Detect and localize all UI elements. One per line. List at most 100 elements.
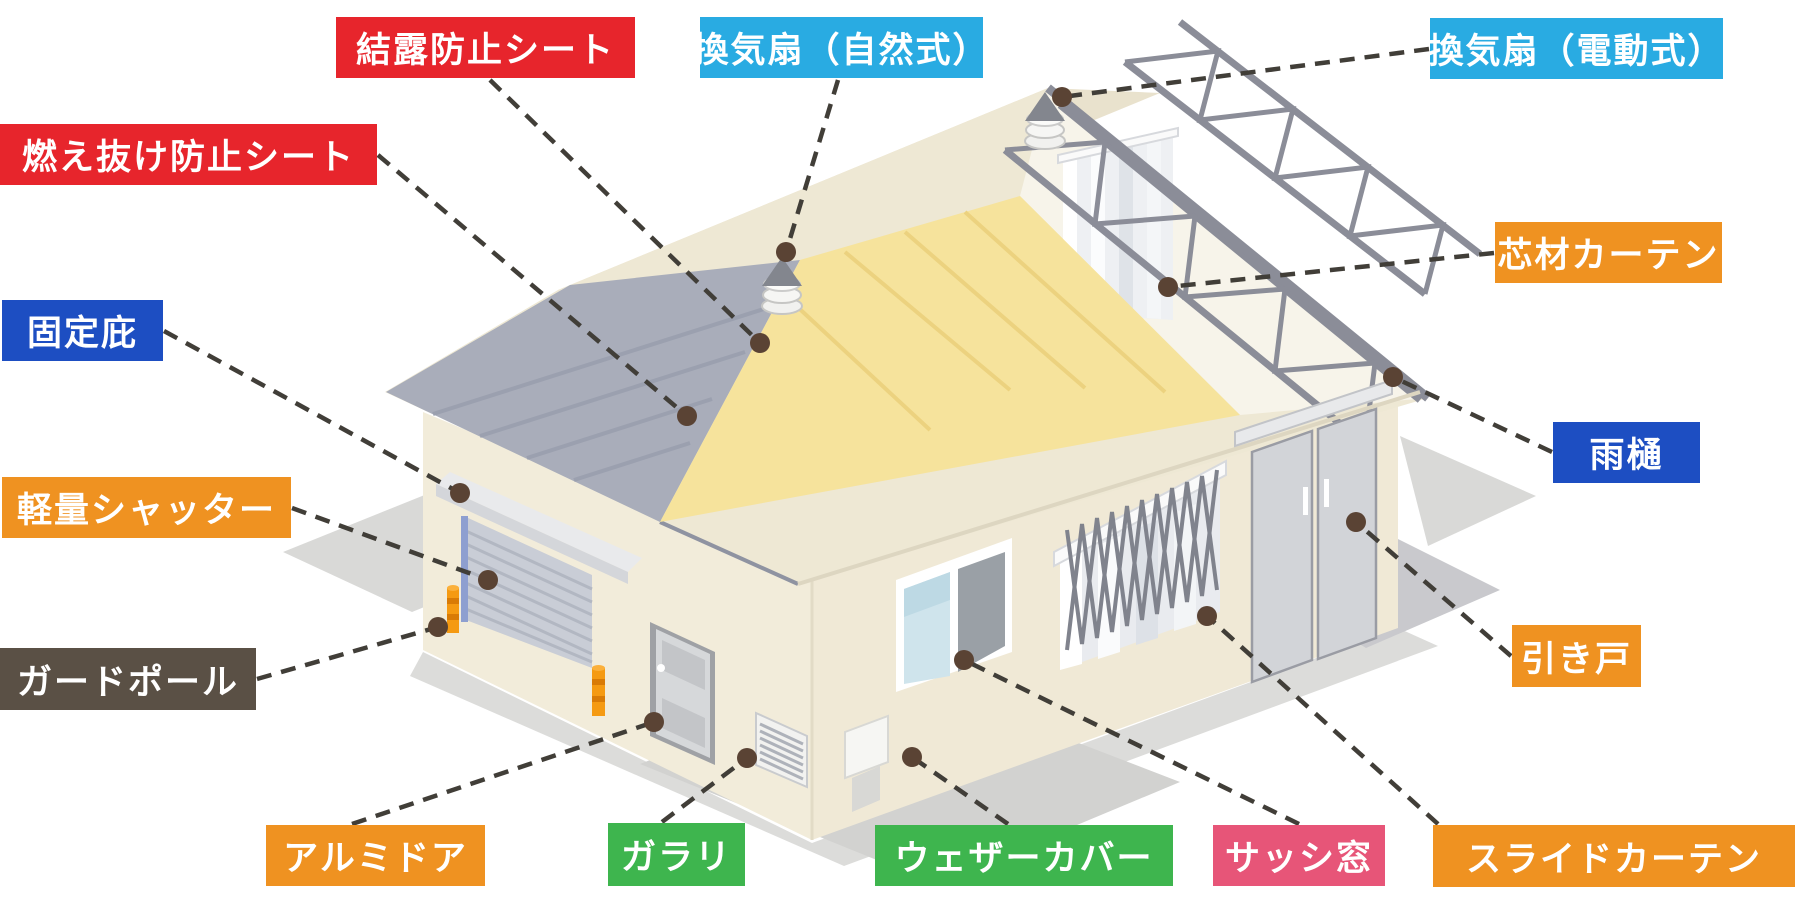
shutter-panel [466, 517, 592, 668]
accordion-gate [1065, 469, 1219, 651]
guard-pole-top [592, 665, 605, 671]
roof-gray-corrugation [432, 306, 768, 482]
louver-slat [759, 743, 804, 767]
door-knob [657, 664, 665, 672]
shutter-slat [465, 607, 593, 664]
guard-pole-band [592, 696, 605, 702]
callout-dot-weather-cover [902, 747, 922, 767]
callout-line-burn-through-sheet [376, 153, 689, 418]
louver-slat [759, 757, 804, 781]
callout-dot-core-curtain [1158, 277, 1178, 297]
vent-fan-electric-graphic [1024, 92, 1066, 150]
weather-cover-duct [852, 766, 880, 812]
sliding-door-panel-left [1250, 429, 1314, 684]
callout-dot-vent-fan-electric [1052, 87, 1072, 107]
aluminum-door-graphic [650, 622, 715, 765]
callout-line-sash-window [963, 657, 1300, 827]
sash-window-graphic [896, 538, 1012, 692]
sliding-door-handle [1303, 487, 1308, 515]
roof-gray-sheet [386, 260, 800, 522]
guard-pole-band [592, 679, 605, 685]
callout-line-condensation-sheet [488, 78, 762, 345]
guard-pole-graphic-1 [447, 585, 459, 633]
louver-graphic [755, 711, 808, 789]
yellow-streak [903, 230, 1087, 390]
accordion-zigzag [1065, 469, 1219, 645]
window-pane-left-top [904, 572, 950, 617]
accordion-zigzag [1065, 475, 1219, 651]
callout-lines [162, 46, 1553, 827]
callout-line-weather-cover [910, 755, 1010, 826]
guard-pole-top [447, 585, 459, 591]
callout-dot-louver [737, 748, 757, 768]
yellow-streak [843, 250, 1012, 392]
sliding-door-panel-right [1316, 407, 1378, 661]
light-shutter-graphic [436, 472, 642, 668]
callout-line-louver [660, 756, 749, 824]
guard-pole-graphic-2 [592, 665, 605, 716]
window-pane-right [958, 552, 1005, 672]
guard-pole-body [592, 668, 605, 716]
ground-patch-right [1400, 436, 1536, 546]
shutter-slats [465, 529, 593, 664]
callout-line-vent-fan-electric [1061, 46, 1430, 100]
slide-curtain-graphic [1053, 459, 1227, 670]
front-eave-edge [797, 390, 1421, 586]
callout-dots [428, 87, 1403, 768]
louver-slat [759, 750, 804, 774]
callout-line-light-shutter [291, 505, 489, 583]
corrugation-line [479, 350, 746, 438]
yellow-streak [788, 298, 932, 432]
callout-dot-sash-window [954, 650, 974, 670]
callout-dot-light-shutter [478, 570, 498, 590]
door-inset-upper [662, 640, 705, 690]
truss-zigzag [1004, 139, 1378, 445]
louver-slat [759, 722, 804, 746]
vent-fan-natural-graphic [761, 257, 803, 315]
callout-line-vent-fan-natural [783, 79, 841, 253]
shutter-slat [465, 529, 593, 591]
callout-line-sliding-door [1354, 520, 1513, 658]
louver-slat [759, 736, 804, 760]
callout-dot-burn-through-sheet [677, 406, 697, 426]
truss-zigzag [1124, 48, 1447, 295]
roof-trusses [1002, 19, 1483, 447]
roof-gray-eave-edge [659, 520, 799, 586]
sliding-door-handle [1324, 479, 1329, 507]
vent-cap [1025, 92, 1065, 121]
callout-line-aluminum-door [351, 719, 655, 827]
shutter-slat [465, 555, 593, 617]
callout-dot-vent-fan-natural [776, 242, 796, 262]
shutter-slat [465, 542, 593, 604]
callout-dot-condensation-sheet [750, 333, 770, 353]
corrugation-line [432, 306, 768, 416]
corrugation-line [573, 441, 691, 482]
sliding-door-graphic [1234, 378, 1393, 684]
yellow-streak [963, 210, 1167, 394]
truss-rail [1177, 19, 1483, 257]
roof-yellow-sheet [660, 196, 1240, 522]
callout-dot-slide-curtain [1197, 606, 1217, 626]
shutter-slat [465, 594, 593, 656]
callout-dot-guard-pole [428, 617, 448, 637]
fixed-canopy-edge [436, 484, 628, 584]
roof-barge-edge [1045, 84, 1431, 402]
door-inset-lower [662, 698, 705, 748]
roof [385, 19, 1483, 586]
truss-rail [1057, 102, 1423, 403]
shutter-slat [465, 581, 593, 643]
callout-line-core-curtain [1167, 250, 1495, 290]
guard-pole-body [447, 588, 459, 633]
curtain-pleat [1119, 145, 1133, 318]
louver-slats [759, 722, 804, 781]
callout-line-rain-gutter [1392, 374, 1553, 455]
callout-dot-sliding-door [1346, 512, 1366, 532]
vent-cap [762, 257, 802, 286]
callout-dot-rain-gutter [1383, 367, 1403, 387]
callout-line-fixed-canopy [162, 329, 462, 495]
guard-pole-band [447, 614, 459, 620]
weather-cover-graphic [844, 714, 889, 812]
guard-pole-band [447, 598, 459, 604]
